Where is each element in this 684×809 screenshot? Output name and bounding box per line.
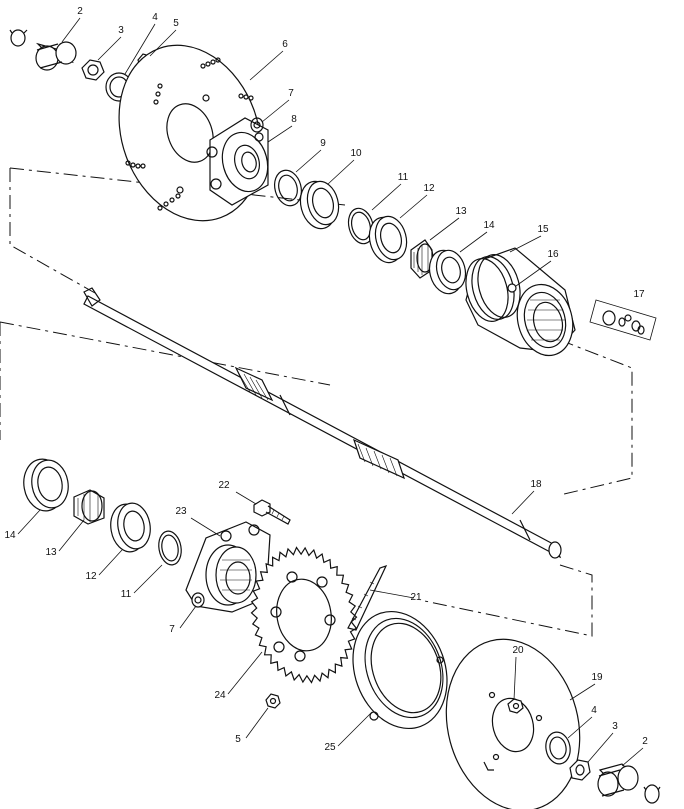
part-15-bearing-carrier xyxy=(465,247,576,357)
part-17-bolt-kit xyxy=(589,299,657,341)
callout-3: 3 xyxy=(118,25,124,36)
part-21-chain-guide xyxy=(347,564,388,631)
part-3-nut xyxy=(81,59,105,81)
callout-22: 22 xyxy=(218,480,230,491)
part-23-sprocket-hub xyxy=(185,521,271,613)
callout-14: 14 xyxy=(483,220,495,231)
part-12-lower-seal xyxy=(110,502,151,553)
part-14-lower-bearing-race xyxy=(23,458,69,512)
part-22-bolt xyxy=(253,499,291,525)
callout-9: 9 xyxy=(320,138,326,149)
part-8-hub xyxy=(206,117,269,206)
part-5-lower-nut xyxy=(265,693,281,709)
callout-14: 14 xyxy=(4,530,16,541)
part-9-o-ring xyxy=(274,169,302,207)
callout-7: 7 xyxy=(288,88,294,99)
part-7-stud xyxy=(250,117,264,133)
part-12-bearing-race xyxy=(368,215,408,264)
callout-13: 13 xyxy=(45,547,57,558)
part-19-brake-disc xyxy=(445,638,581,809)
callout-21: 21 xyxy=(410,592,422,603)
part-14-bearing-race xyxy=(428,249,467,295)
callout-5: 5 xyxy=(235,734,241,745)
part-3-lower-nut xyxy=(569,759,591,781)
part-2-spacer xyxy=(35,41,77,71)
callout-17: 17 xyxy=(633,289,645,300)
callout-25: 25 xyxy=(324,742,336,753)
callout-12: 12 xyxy=(85,571,97,582)
callout-2: 2 xyxy=(77,6,83,17)
callout-19: 19 xyxy=(591,672,603,683)
part-24-sprocket xyxy=(250,546,358,684)
callout-12: 12 xyxy=(423,183,435,194)
part-18-axle xyxy=(83,287,562,559)
callout-10: 10 xyxy=(350,148,362,159)
callout-16: 16 xyxy=(547,249,559,260)
callout-8: 8 xyxy=(291,114,297,125)
part-1-snap-ring xyxy=(9,29,28,47)
callout-2: 2 xyxy=(642,736,648,747)
part-10-seal xyxy=(299,180,340,230)
callout-11: 11 xyxy=(121,589,132,600)
callout-18: 18 xyxy=(530,479,542,490)
callout-11: 11 xyxy=(398,172,409,183)
part-2-lower-spacer xyxy=(597,763,639,797)
callout-4: 4 xyxy=(591,705,597,716)
callout-3: 3 xyxy=(612,721,618,732)
part-1-lower-snap-ring xyxy=(643,784,661,804)
part-4-lower-washer xyxy=(545,731,571,765)
part-7-lower-stud xyxy=(191,592,205,608)
callout-4: 4 xyxy=(152,12,158,23)
callout-7: 7 xyxy=(169,624,175,635)
callout-24: 24 xyxy=(214,690,226,701)
callout-5: 5 xyxy=(173,18,179,29)
part-16-grease-fitting xyxy=(507,283,517,293)
callout-6: 6 xyxy=(282,39,288,50)
callout-20: 20 xyxy=(512,645,524,656)
part-11-lower-o-ring xyxy=(158,530,182,566)
part-25-guard-ring xyxy=(352,610,448,730)
callout-23: 23 xyxy=(175,506,187,517)
part-13-lower-bearing-cone xyxy=(73,489,105,525)
callout-13: 13 xyxy=(455,206,467,217)
callout-leader-lines xyxy=(17,17,644,767)
callout-15: 15 xyxy=(537,224,549,235)
